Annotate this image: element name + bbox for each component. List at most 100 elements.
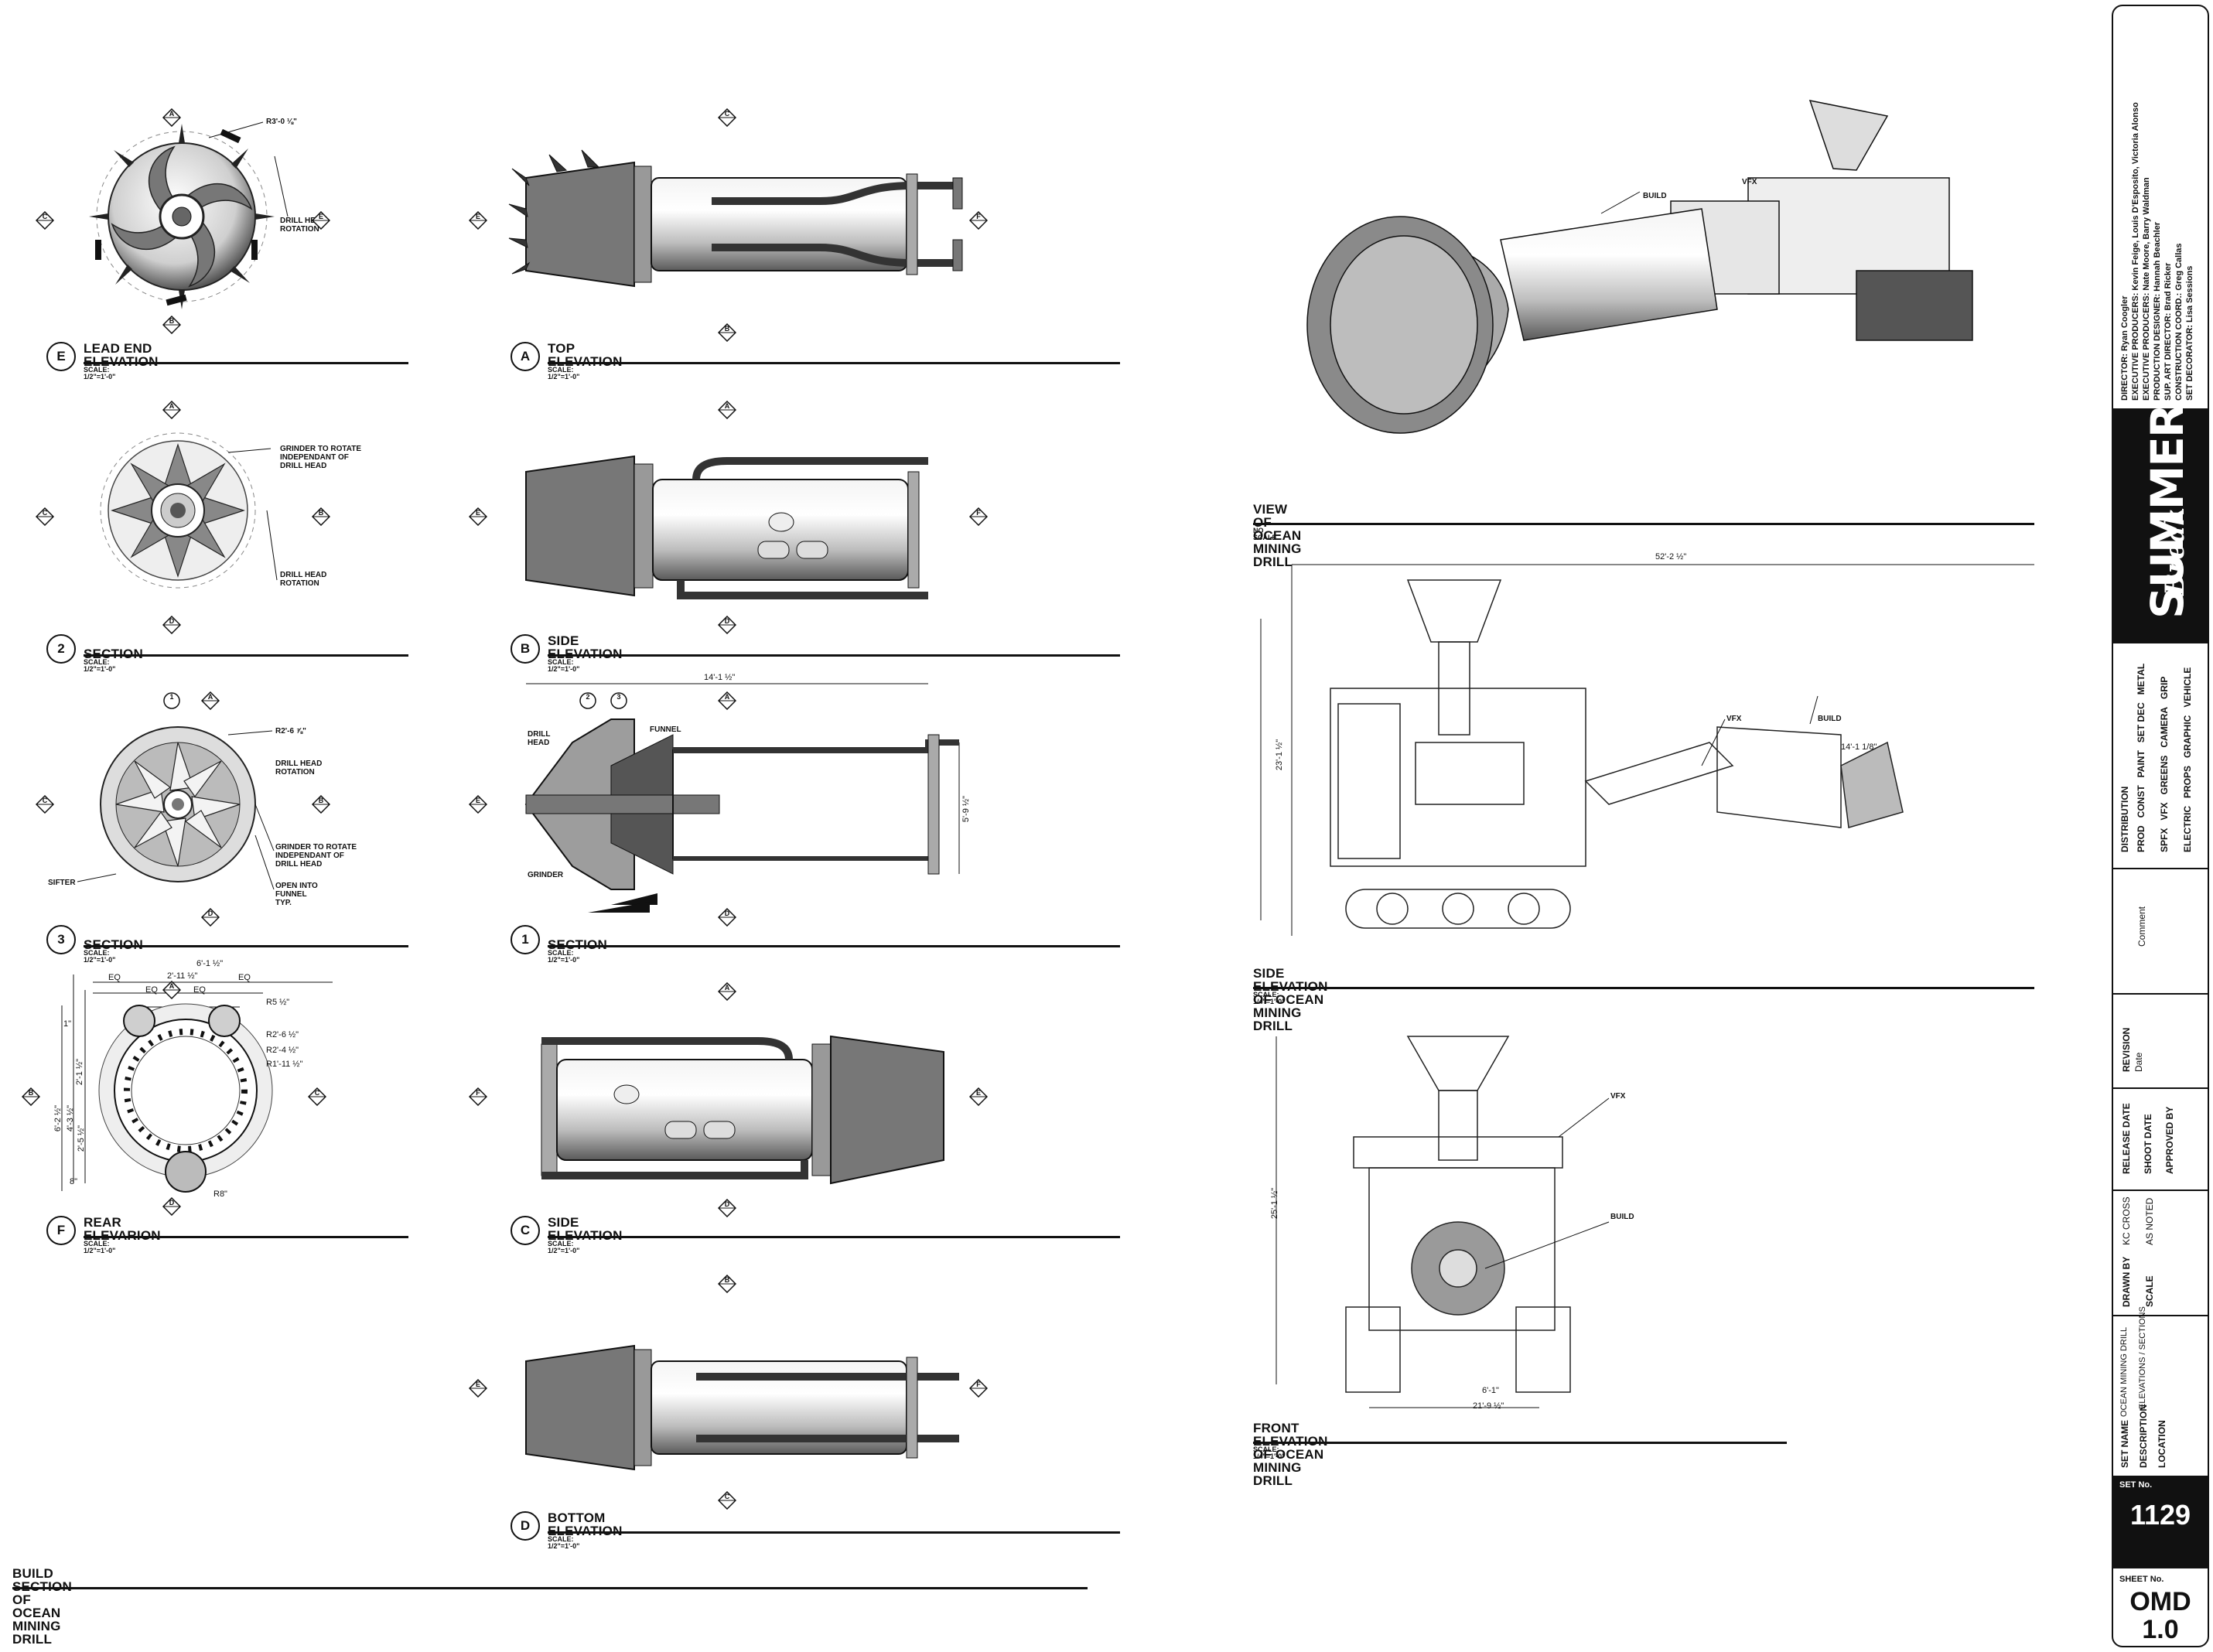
title-underline (1253, 1442, 1787, 1444)
build-callout-front: BUILD (1610, 1213, 1634, 1221)
view-tag: F (46, 1216, 76, 1245)
view-tag: A (511, 342, 540, 371)
top-elevation-drill (508, 149, 963, 288)
view-title-section-3: 3 SECTION (46, 925, 143, 954)
section-marker-b: B (162, 315, 182, 335)
section-marker-label: 2 (586, 693, 590, 701)
rear-elevation-view: 6'-1 ½" 2'-11 ½" EQ EQ EQ EQ R5 ½" R2'-6… (31, 959, 387, 1207)
scale-value: AS NOTED (2144, 1197, 2155, 1245)
credit-line: DIRECTOR: Ryan Coogler (2120, 295, 2129, 401)
section-marker-a: A (717, 400, 737, 420)
dim-8: 8" (70, 1177, 78, 1186)
distribution-item: GREENS (2159, 755, 2170, 795)
dim-25-1: 25'-1 ½" (1270, 1187, 1280, 1220)
view-title-text: LEAD END ELEVATION (84, 341, 158, 368)
section-marker-1: 1 (162, 691, 181, 710)
distribution-label: DISTRIBUTION (2119, 786, 2130, 852)
view-title-text: VIEW OF OCEAN MINING DRILL (1253, 502, 1302, 569)
credit-line: SUP. ART DIRECTOR: Brad Ricker (2163, 262, 2173, 401)
vfx-callout: VFX (1742, 178, 1757, 186)
radius-r5: R5 ½" (266, 998, 290, 1007)
distribution-item: PROPS (2182, 765, 2193, 798)
view-title-text: SIDE ELEVATION OF OCEAN MINING DRILL (1253, 966, 1327, 1033)
title-underline (84, 362, 408, 364)
lead-end-drill-head (89, 124, 275, 309)
view-title-text: REAR ELEVARION (84, 1215, 161, 1242)
drawn-by-value: KC CROSS (2121, 1196, 2132, 1245)
credit-line: EXECUTIVE PRODUCERS: Nate Moore, Barry W… (2142, 177, 2151, 401)
view-tag: B (511, 634, 540, 664)
title-underline (84, 1236, 408, 1238)
section-marker-e: E (468, 507, 488, 527)
lead-end-elevation-view: R3'-0 ⅛" DRILL HEAD ROTATION (31, 101, 387, 356)
set-name-label: SET NAME (2119, 1419, 2130, 1468)
section-marker-c: C (35, 210, 55, 230)
section-marker-label: E (475, 509, 480, 517)
dim-6-2: 6'-2 ½" (53, 1104, 63, 1132)
section-marker-3: 3 (610, 691, 628, 710)
view-title-text: BUILD SECTION OF OCEAN MINING DRILL (12, 1566, 72, 1647)
view-scale-text: SCALE: 1/2"=1'-0" (548, 366, 580, 381)
section-marker-label: D (724, 617, 730, 625)
dates-block: RELEASE DATE SHOOT DATE APPROVED BY (2113, 1089, 2208, 1190)
view-title-view-drill: VIEW OF OCEAN MINING DRILL (1253, 503, 1302, 572)
section-marker-label: B (169, 317, 175, 325)
dim-6-1: 6'-1 ½" (196, 959, 224, 968)
section-marker-d: D (162, 615, 182, 635)
set-no-value: 1129 (2129, 1499, 2191, 1531)
section-marker-label: B (28, 1089, 34, 1097)
section-3-view: R2'-6 ⅞" DRILL HEAD ROTATION GRINDER TO … (31, 696, 387, 928)
side-elevation-c-view (495, 1013, 990, 1207)
show-logo: SUMMER Break (2113, 404, 2208, 642)
section-1-view: DRILL HEAD FUNNEL GRINDER 14'-1 ½" 5'-9 … (495, 673, 990, 928)
view-tag: C (511, 1216, 540, 1245)
sheet-no-label: SHEET No. (2119, 1575, 2164, 1584)
section-2-grinder (100, 432, 256, 589)
section-marker-label: B (724, 325, 730, 333)
open-funnel-note: OPEN INTO FUNNEL TYP. (275, 882, 318, 907)
section-3-sifter (100, 726, 256, 882)
dim-5-9: 5'-9 ½" (961, 795, 972, 823)
section-marker-d: D (162, 1196, 182, 1217)
section-marker-label: E (475, 797, 480, 804)
view-scale-text: SCALE: 1/4"=1'-0" (1253, 991, 1286, 1005)
section-marker-d: D (717, 615, 737, 635)
grinder-rotate-note: GRINDER TO ROTATE INDEPENDANT OF DRILL H… (280, 445, 361, 470)
distribution-item: ELECTRIC (2182, 806, 2193, 852)
section-marker-e: E (468, 1378, 488, 1398)
credits-block: DIRECTOR: Ryan Coogler EXECUTIVE PRODUCER… (2113, 6, 2208, 408)
view-scale-text: NO SCALE (1253, 527, 1277, 541)
view-tag: 3 (46, 925, 76, 954)
dim-4-3: 4'-3 ½" (66, 1104, 76, 1132)
section-marker-label: E (975, 1089, 981, 1097)
view-scale-text: SCALE: 1/2"=1'-0" (84, 658, 116, 673)
distribution-item: SET DEC (2136, 702, 2146, 743)
sheet-line-1: OMD (2129, 1587, 2191, 1616)
section-marker-b: B (717, 1274, 737, 1294)
section-marker-d: D (717, 1198, 737, 1218)
section-marker-label: A (169, 110, 175, 118)
approved-by-label: APPROVED BY (2164, 1106, 2175, 1174)
view-title-text: SECTION (84, 938, 143, 954)
title-underline (84, 945, 408, 947)
view-title-front-drill: FRONT ELEVATION OF OCEAN MINING DRILL (1253, 1422, 1328, 1490)
view-title-rear: F REAR ELEVARION (46, 1216, 161, 1245)
description-label: DESCRIPTION (2138, 1404, 2149, 1468)
title-underline (84, 654, 408, 657)
perspective-machine (1306, 100, 1973, 434)
logo-bottom-text: Break (2160, 507, 2191, 596)
section-marker-label: A (207, 693, 213, 701)
top-elevation-view (495, 131, 990, 317)
section-marker-f: F (968, 210, 989, 230)
sheet-number-block: SHEET No. OMD 1.0 (2113, 1568, 2208, 1646)
view-title-section-2: 2SECTION (46, 634, 143, 664)
section-marker-c: C (35, 507, 55, 527)
dim-52-2: 52'-2 ½" (1655, 552, 1687, 561)
view-title-text: BOTTOM ELEVATION (548, 1510, 622, 1538)
distribution-item: SPFX (2159, 828, 2170, 852)
drill-head-note: DRILL HEAD (528, 730, 551, 747)
view-scale-text: SCALE: 1/2"=1'-0" (548, 658, 580, 673)
shoot-date-label: SHOOT DATE (2143, 1114, 2153, 1174)
section-marker-label: C (314, 1089, 320, 1097)
